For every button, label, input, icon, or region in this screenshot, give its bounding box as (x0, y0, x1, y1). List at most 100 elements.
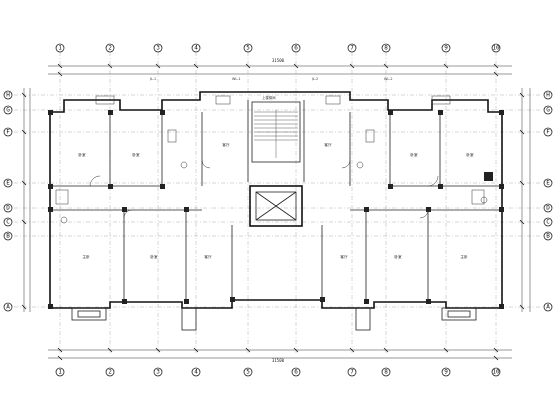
riser-label-1: JL-1 (149, 77, 156, 81)
axis-bubble-bottom-7: 7 (347, 367, 357, 377)
side-dimensions (21, 88, 531, 312)
axis-bubble-left-a: A (3, 302, 13, 312)
axis-bubbles-left: H G F E D C B A (3, 90, 13, 312)
axis-bubble-left-b: B (3, 231, 13, 241)
svg-text:9: 9 (444, 369, 448, 376)
axis-bubble-right-h: H (543, 90, 553, 100)
axis-bubble-top-4: 4 (191, 43, 201, 53)
interior-walls (50, 100, 502, 302)
axis-bubble-right-g: G (543, 105, 553, 115)
room-label-11: 卧室 (394, 254, 402, 259)
axis-bubble-bottom-10: 10 (491, 367, 501, 377)
svg-text:2: 2 (108, 369, 112, 376)
svg-text:4: 4 (194, 45, 198, 52)
svg-text:E: E (6, 180, 10, 187)
svg-text:3: 3 (156, 369, 160, 376)
axis-bubble-left-d: D (3, 203, 13, 213)
axis-bubble-bottom-9: 9 (441, 367, 451, 377)
vertical-axis-lines (59, 52, 497, 355)
svg-text:8: 8 (384, 369, 388, 376)
axis-bubble-left-e: E (3, 178, 13, 188)
room-label-2: 卧室 (132, 152, 140, 157)
svg-text:H: H (546, 92, 550, 99)
svg-text:10: 10 (492, 369, 500, 376)
svg-text:4: 4 (194, 369, 198, 376)
axis-bubble-bottom-5: 5 (243, 367, 253, 377)
riser-label-4: WL-2 (384, 77, 393, 81)
axis-bubble-bottom-4: 4 (191, 367, 201, 377)
axis-bubble-top-5: 5 (243, 43, 253, 53)
room-labels: 卧室 卧室 客厅 客厅 卧室 卧室 主卧 卧室 客厅 客厅 卧室 主卧 (78, 142, 474, 259)
svg-text:C: C (546, 219, 550, 226)
axis-bubble-right-c: C (543, 217, 553, 227)
svg-text:E: E (546, 180, 550, 187)
room-label-6: 卧室 (466, 152, 474, 157)
svg-text:F: F (6, 129, 10, 136)
axis-bubbles-bottom: 1 2 3 4 5 6 7 8 9 10 (55, 367, 501, 377)
room-label-1: 卧室 (78, 152, 86, 157)
axis-bubble-top-10: 10 (491, 43, 501, 53)
axis-bubble-left-f: F (3, 127, 13, 137)
axis-bubble-right-d: D (543, 203, 553, 213)
svg-text:7: 7 (350, 369, 354, 376)
axis-bubble-left-c: C (3, 217, 13, 227)
bottom-dimensions: 31500 (48, 347, 512, 363)
room-label-8: 卧室 (150, 254, 158, 259)
svg-text:6: 6 (294, 45, 298, 52)
svg-text:F: F (546, 129, 550, 136)
top-overall-dimension: 31500 (272, 58, 285, 63)
bathroom-fixtures (55, 95, 488, 224)
room-label-12: 主卧 (460, 254, 468, 259)
svg-text:10: 10 (492, 45, 500, 52)
svg-text:D: D (6, 205, 10, 212)
axis-bubble-bottom-8: 8 (381, 367, 391, 377)
svg-text:1: 1 (58, 45, 62, 52)
room-label-10: 客厅 (340, 254, 348, 259)
svg-text:1: 1 (58, 369, 62, 376)
top-dimensions: 31500 (48, 58, 512, 77)
svg-text:3: 3 (156, 45, 160, 52)
axis-bubble-top-8: 8 (381, 43, 391, 53)
axis-bubble-right-e: E (543, 178, 553, 188)
bottom-overall-dimension: 31500 (272, 358, 285, 363)
axis-bubble-bottom-1: 1 (55, 367, 65, 377)
room-label-4: 客厅 (324, 142, 332, 147)
svg-text:G: G (546, 107, 550, 114)
axis-bubble-right-a: A (543, 302, 553, 312)
axis-bubble-right-b: B (543, 231, 553, 241)
room-label-7: 主卧 (82, 254, 90, 259)
balconies (71, 307, 477, 331)
riser-label-2: WL-1 (232, 77, 241, 81)
axis-bubbles-top: 1 2 3 4 5 6 7 8 9 10 (55, 43, 501, 53)
riser-label-3: JL-2 (311, 77, 318, 81)
svg-text:B: B (546, 233, 550, 240)
structural-columns (48, 110, 504, 309)
riser-labels: JL-1 WL-1 JL-2 WL-2 (149, 77, 393, 81)
axis-bubble-top-7: 7 (347, 43, 357, 53)
axis-bubble-top-1: 1 (55, 43, 65, 53)
axis-bubble-bottom-2: 2 (105, 367, 115, 377)
horizontal-axis-lines (14, 94, 540, 308)
room-label-3: 客厅 (222, 142, 230, 147)
axis-bubble-top-3: 3 (153, 43, 163, 53)
axis-bubble-top-9: 9 (441, 43, 451, 53)
svg-text:6: 6 (294, 369, 298, 376)
svg-text:A: A (6, 304, 10, 311)
axis-bubble-bottom-6: 6 (291, 367, 301, 377)
door-swings (89, 159, 439, 219)
staircase: 上楼梯间 (251, 95, 301, 163)
svg-text:5: 5 (246, 369, 250, 376)
axis-bubble-bottom-3: 3 (153, 367, 163, 377)
stair-label: 上楼梯间 (262, 95, 276, 100)
svg-text:5: 5 (246, 45, 250, 52)
svg-text:2: 2 (108, 45, 112, 52)
axis-bubble-right-f: F (543, 127, 553, 137)
svg-text:H: H (6, 92, 10, 99)
svg-text:D: D (546, 205, 550, 212)
svg-text:9: 9 (444, 45, 448, 52)
exterior-walls (49, 91, 503, 309)
axis-bubble-top-6: 6 (291, 43, 301, 53)
svg-text:A: A (546, 304, 550, 311)
room-label-9: 客厅 (204, 254, 212, 259)
